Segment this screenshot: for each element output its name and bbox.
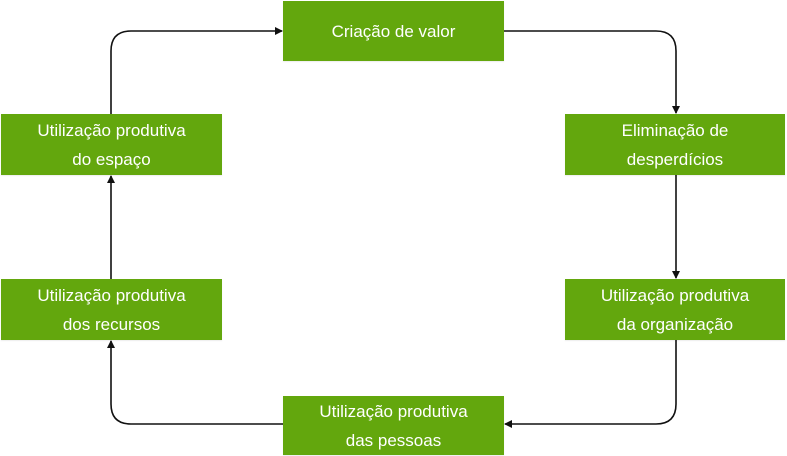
arrow-espaco-to-criacao (110, 27, 283, 114)
node-criacao-de-valor: Criação de valor (283, 1, 504, 61)
arrow-criacao-to-eliminacao (504, 30, 680, 114)
node-label-line-1: Utilização produtiva (37, 285, 186, 305)
node-utilizacao-produtiva-pessoas: Utilização produtiva das pessoas (283, 396, 504, 455)
node-utilizacao-produtiva-organizacao: Utilização produtiva da organização (565, 279, 785, 340)
node-utilizacao-produtiva-espaco: Utilização produtiva do espaço (1, 114, 222, 175)
node-label-line-1: Utilização produtiva (319, 401, 468, 421)
arrow-organizacao-to-pessoas (504, 340, 677, 428)
node-utilizacao-produtiva-recursos: Utilização produtiva dos recursos (1, 279, 222, 340)
node-label-line-2: da organização (616, 314, 734, 334)
arrow-pessoas-to-recursos (107, 340, 283, 425)
node-label-line-1: Utilização produtiva (37, 120, 186, 140)
node-label-line-2: das pessoas (345, 430, 442, 450)
node-label-line-1: Utilização produtiva (600, 285, 750, 305)
node-label-line-1: Eliminação de (621, 120, 729, 140)
node-label-line-2: dos recursos (62, 314, 161, 334)
node-eliminacao-de-desperdicios: Eliminação de desperdícios (565, 114, 785, 175)
node-label-line-2: do espaço (72, 149, 151, 169)
node-label: Criação de valor (331, 21, 456, 41)
node-label-line-2: desperdícios (626, 149, 724, 169)
